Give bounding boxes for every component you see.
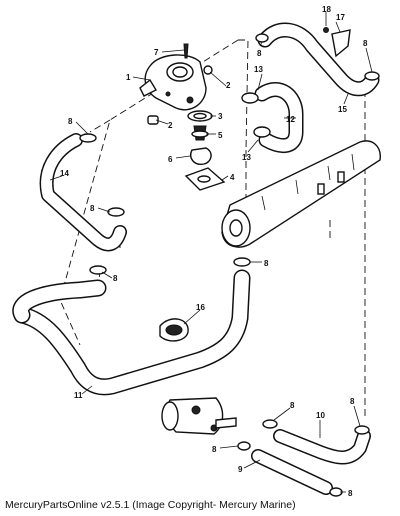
callout-8-i: 8 — [348, 489, 353, 498]
hose-10 — [273, 429, 371, 465]
callout-9: 9 — [238, 465, 243, 474]
callout-16: 16 — [196, 303, 205, 312]
hose-14 — [39, 133, 127, 252]
water-pump — [161, 397, 237, 435]
callout-6: 6 — [168, 155, 173, 164]
small-parts — [147, 43, 226, 191]
bracket-16 — [159, 318, 189, 342]
callout-2-top: 2 — [226, 81, 231, 90]
callout-18: 18 — [322, 5, 331, 14]
callout-11: 11 — [74, 391, 83, 400]
callout-3: 3 — [218, 112, 223, 121]
callout-2-bottom: 2 — [168, 121, 173, 130]
callout-8-b: 8 — [363, 39, 368, 48]
thermostat-housing — [139, 54, 207, 111]
hose-12 — [254, 82, 304, 154]
callout-8-e: 8 — [113, 274, 118, 283]
callout-1: 1 — [126, 73, 131, 82]
callout-4: 4 — [230, 173, 235, 182]
copyright-caption: MercuryPartsOnline v2.5.1 (Image Copyrig… — [5, 499, 296, 511]
bracket-17 — [323, 27, 351, 58]
hose-11 — [12, 269, 251, 396]
callout-10: 10 — [316, 411, 325, 420]
callout-17: 17 — [336, 13, 345, 22]
callout-labels: 1 2 2 3 4 5 6 7 8 8 8 8 8 8 8 8 8 8 8 9 … — [60, 5, 368, 498]
callout-7: 7 — [154, 48, 159, 57]
callout-8-j: 8 — [350, 397, 355, 406]
callout-8-g: 8 — [290, 401, 295, 410]
callout-8-a: 8 — [257, 49, 262, 58]
callout-14: 14 — [60, 169, 69, 178]
callout-8-h: 8 — [212, 445, 217, 454]
callout-8-c: 8 — [68, 117, 73, 126]
hose-15 — [257, 22, 380, 97]
callout-12: 12 — [286, 115, 295, 124]
callout-15: 15 — [338, 105, 347, 114]
exhaust-manifold — [221, 140, 381, 248]
callout-13-top: 13 — [254, 65, 263, 74]
callout-8-f: 8 — [264, 259, 269, 268]
callout-5: 5 — [218, 131, 223, 140]
callout-13-bottom: 13 — [242, 153, 251, 162]
callout-8-d: 8 — [90, 204, 95, 213]
leader-lines — [49, 12, 373, 493]
hose-9 — [251, 449, 333, 495]
